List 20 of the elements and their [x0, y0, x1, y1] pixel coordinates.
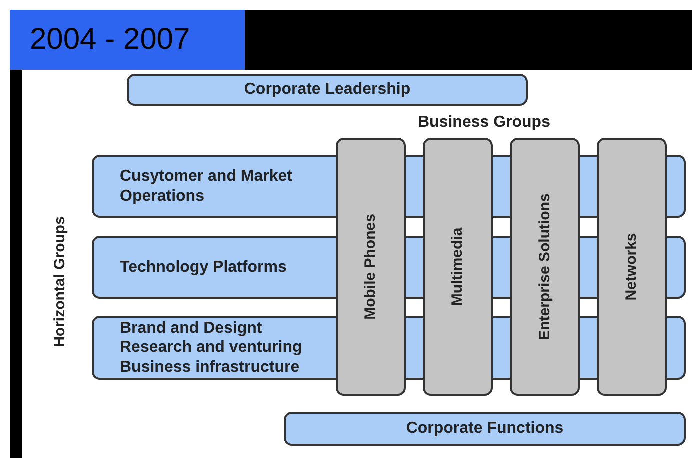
group-label: Enterprise Solutions [536, 194, 554, 340]
group-label: Networks [623, 233, 641, 301]
group-label: Corporate Functions [406, 419, 564, 439]
group-label: Technology Platforms [120, 258, 287, 278]
group-column [423, 138, 493, 396]
section-heading: Horizontal Groups [52, 216, 68, 348]
group-column [336, 138, 406, 396]
function-bar [284, 412, 686, 446]
group-label: Mobile Phones [362, 214, 380, 320]
function-bar [127, 74, 528, 106]
group-label: Corporate Leadership [244, 80, 411, 100]
group-label: Multimedia [449, 228, 467, 306]
group-column [597, 138, 667, 396]
group-column [510, 138, 580, 396]
group-label: Brand and Designt [120, 319, 262, 338]
group-label: Business infrastructure [120, 358, 300, 377]
section-heading: Business Groups [418, 114, 550, 132]
group-label: Cusytomer and Market Operations [120, 167, 294, 206]
title: 2004 - 2007 [10, 10, 245, 70]
group-label: Research and venturing [120, 338, 302, 358]
